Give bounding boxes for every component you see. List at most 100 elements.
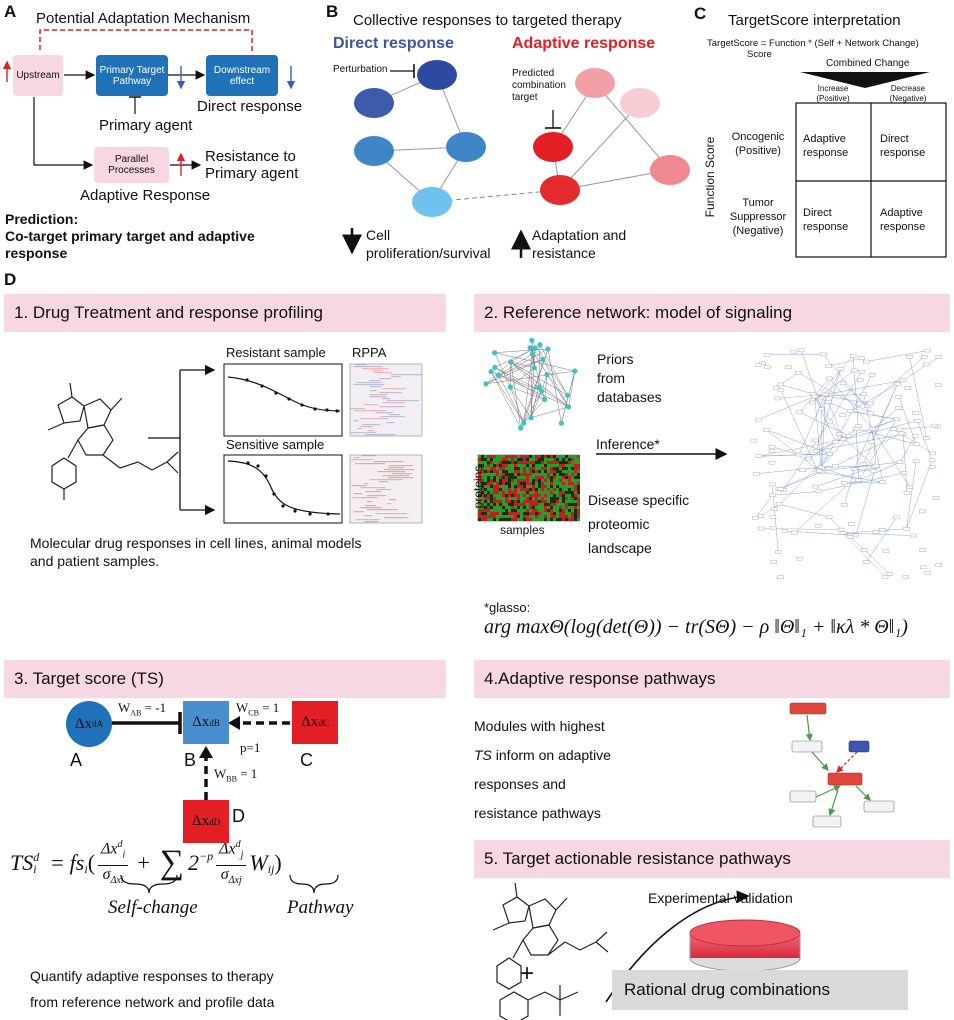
node-direct-4: [412, 187, 452, 217]
sensitive-points: [246, 461, 330, 516]
weight-bb-sub: BB: [226, 774, 237, 784]
priors-label: Priors from databases: [597, 350, 662, 407]
step4-line4: resistance pathways: [474, 805, 601, 821]
step5-header: 5. Target actionable resistance pathways: [474, 840, 950, 878]
node-direct-1: [354, 88, 394, 118]
targetscore-formula: TargetScore = Function * (Self + Network…: [707, 38, 919, 49]
node-d-sup: d: [209, 816, 214, 827]
step2-header: 2. Reference network: model of signaling: [474, 294, 950, 332]
step1-caption-line2: and patient samples.: [30, 553, 160, 569]
drug-molecule-3: [499, 985, 579, 1020]
cross-network-dashed-link: [431, 189, 561, 203]
weight-cb-val: = 1: [262, 700, 280, 715]
feedback-dashed-line: [39, 29, 253, 52]
decrease-text: Decrease: [890, 84, 926, 93]
cell-oncogenic-increase: Adaptive response: [803, 132, 848, 160]
targetscore-formula-line2: Score: [747, 49, 772, 60]
node-direct-3: [446, 132, 486, 162]
weight-ab: WAB = -1: [118, 700, 166, 718]
node-c-sub: C: [322, 717, 329, 728]
adaptation-label: Adaptation and resistance: [532, 226, 626, 262]
node-a-sup: d: [92, 719, 97, 729]
node-d-symbol: Δx: [191, 813, 210, 829]
increase-sub: (Positive): [816, 94, 850, 103]
node-direct-2: [354, 136, 394, 166]
node-a-sub: A: [96, 719, 104, 729]
decrease-sub: (Negative): [889, 94, 927, 103]
resistance-label: Resistance to Primary agent: [205, 148, 298, 182]
petri-dish-icon: [689, 919, 801, 972]
cell-sd-2: response: [880, 221, 926, 233]
step4-header: 4.Adaptive response pathways: [474, 660, 950, 698]
pathway-label: Pathway: [287, 897, 354, 918]
cell-oi-2: response: [803, 147, 849, 159]
primary-target-pathway-box: Primary Target Pathway: [96, 55, 168, 96]
resistant-sample-label: Resistant sample: [226, 345, 326, 360]
panel-letter-b: B: [326, 2, 339, 21]
combined-change-triangle: [800, 72, 930, 88]
cell-suppressor-decrease: Adaptive response: [880, 206, 925, 234]
plus-sign: +: [520, 960, 535, 987]
direct-response-label: Direct response: [197, 98, 303, 115]
node-c-symbol: Δx: [301, 714, 319, 730]
tumor-line2: Suppressor: [729, 211, 787, 223]
weight-bb: WBB = 1: [214, 766, 257, 784]
drug-molecule-1: [47, 382, 179, 500]
priors-network-graphic: [483, 337, 578, 431]
tumor-suppressor-label: Tumor Suppressor (Negative): [725, 196, 791, 238]
weight-ab-val: = -1: [144, 700, 167, 715]
panel-letter-a: A: [4, 2, 17, 21]
oncogenic-label: Oncogenic (Positive): [725, 130, 791, 158]
prediction-title: Prediction:: [5, 211, 79, 227]
node-a-label: A: [70, 750, 83, 770]
increase-label: Increase (Positive): [805, 84, 861, 104]
prediction-line1: Co-target primary target and adaptive: [5, 228, 255, 244]
resistance-label-line1: Resistance to: [205, 148, 296, 165]
disease-line2: proteomic: [588, 516, 650, 532]
node-adaptive-3: [650, 155, 690, 185]
weight-ab-sub: AB: [130, 708, 142, 718]
node-c-label: C: [300, 750, 313, 770]
direct-response-header: Direct response: [333, 35, 454, 52]
perturbation-label: Perturbation: [333, 64, 388, 75]
node-c-sup: d: [318, 717, 323, 728]
priors-line3: databases: [597, 389, 662, 405]
reference-network-graphic: [750, 348, 943, 579]
drug-molecule-2: [492, 882, 609, 990]
node-adaptive-2: [620, 88, 660, 118]
disease-line1: Disease specific: [588, 492, 690, 508]
cell-oi-1: Adaptive: [803, 133, 846, 145]
predicted-line1: Predicted: [512, 68, 555, 79]
step4-ts-italic: TS: [474, 747, 492, 763]
node-b-label: B: [184, 750, 197, 770]
samples-axis-label: samples: [500, 523, 545, 537]
step3-caption-line1: Quantify adaptive responses to therapy: [30, 968, 274, 984]
node-a-symbol: Δx: [74, 715, 93, 732]
step3-header: 3. Target score (TS): [4, 660, 446, 698]
cell-line1: Cell: [366, 227, 391, 243]
adaptive-response-label: Adaptive Response: [80, 187, 211, 204]
combined-change-label: Combined Change: [826, 58, 910, 69]
step4-line2-rest: inform on adaptive: [491, 747, 611, 763]
step4-line2: TS inform on adaptive: [474, 741, 611, 770]
node-adaptive-1: [575, 68, 615, 98]
decrease-label: Decrease (Negative): [880, 84, 936, 104]
step3-caption-line2: from reference network and profile data: [30, 994, 275, 1010]
glasso-formula: arg maxΘ(log(det(Θ)) − tr(SΘ) − ρ ‖Θ‖₁ +…: [484, 616, 908, 638]
node-adaptive-target: [533, 132, 573, 162]
step4-text: Modules with highest TS inform on adapti…: [474, 712, 611, 828]
pathway-brace: [289, 874, 339, 894]
arrow-upstream-to-parallel: [33, 97, 94, 170]
cell-od-2: response: [880, 147, 926, 159]
predicted-line3: target: [512, 92, 538, 103]
predicted-line2: combination: [512, 80, 566, 91]
upstream-box: Upstream: [13, 55, 63, 96]
primary-agent-label: Primary agent: [99, 117, 193, 134]
node-b-symbol: Δx: [192, 714, 210, 730]
cell-si-2: response: [803, 221, 849, 233]
node-adaptive-4: [540, 175, 580, 205]
node-d-sub: D: [213, 816, 221, 827]
step1-caption-line1: Molecular drug responses in cell lines, …: [30, 535, 362, 551]
